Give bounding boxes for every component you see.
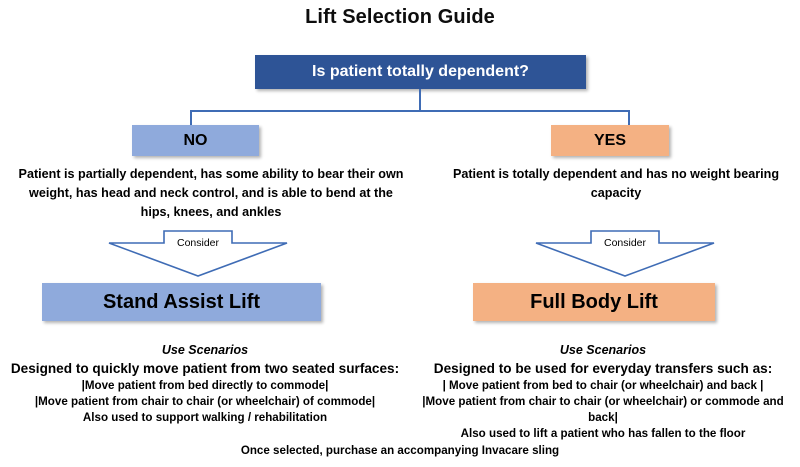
consider-arrow-right: Consider <box>535 230 715 278</box>
connector-horizontal-bar <box>190 110 630 112</box>
use-scenario-item: |Move patient from bed directly to commo… <box>81 379 329 392</box>
decision-box-root-label: Is patient totally dependent? <box>312 63 529 80</box>
answer-box-yes-label: YES <box>593 131 626 149</box>
recommendation-box-stand-assist-lift-label: Stand Assist Lift <box>102 290 261 313</box>
use-scenario-item: |Move patient from chair to chair (or wh… <box>422 395 784 424</box>
down-arrow-icon <box>108 230 288 277</box>
use-scenarios-left: Use Scenarios Designed to quickly move p… <box>8 342 402 426</box>
answer-box-no[interactable]: NO <box>132 125 259 156</box>
use-scenarios-right: Use Scenarios Designed to be used for ev… <box>406 342 800 442</box>
use-scenario-item: | Move patient from bed to chair (or whe… <box>442 379 764 392</box>
footer-note: Once selected, purchase an accompanying … <box>240 444 560 457</box>
use-scenarios-left-heading: Use Scenarios <box>161 343 249 357</box>
recommendation-box-full-body-lift-label: Full Body Lift <box>530 290 658 313</box>
down-arrow-icon <box>535 230 715 277</box>
use-scenarios-left-lead: Designed to quickly move patient from tw… <box>10 361 400 376</box>
consider-arrow-right-label: Consider <box>603 237 647 249</box>
recommendation-box-full-body-lift[interactable]: Full Body Lift <box>473 283 715 321</box>
use-scenario-item: |Move patient from chair to chair (or wh… <box>34 395 376 408</box>
answer-box-yes[interactable]: YES <box>551 125 669 156</box>
answer-box-no-label: NO <box>183 131 208 149</box>
branch-description-right: Patient is totally dependent and has no … <box>452 167 780 200</box>
connector-drop-left <box>190 110 192 126</box>
use-scenarios-right-lead: Designed to be used for everyday transfe… <box>433 361 773 376</box>
consider-arrow-left: Consider <box>108 230 288 278</box>
recommendation-box-stand-assist-lift[interactable]: Stand Assist Lift <box>42 283 321 321</box>
use-scenarios-right-heading: Use Scenarios <box>559 343 647 357</box>
connector-stem-vertical <box>419 89 421 111</box>
use-scenario-item: Also used to lift a patient who has fall… <box>460 427 746 440</box>
use-scenario-item: Also used to support walking / rehabilit… <box>82 411 328 424</box>
connector-drop-right <box>628 110 630 126</box>
page-title: Lift Selection Guide <box>305 6 495 28</box>
decision-box-root[interactable]: Is patient totally dependent? <box>255 55 586 89</box>
consider-arrow-left-label: Consider <box>176 237 220 249</box>
branch-description-left: Patient is partially dependent, has some… <box>18 167 404 219</box>
